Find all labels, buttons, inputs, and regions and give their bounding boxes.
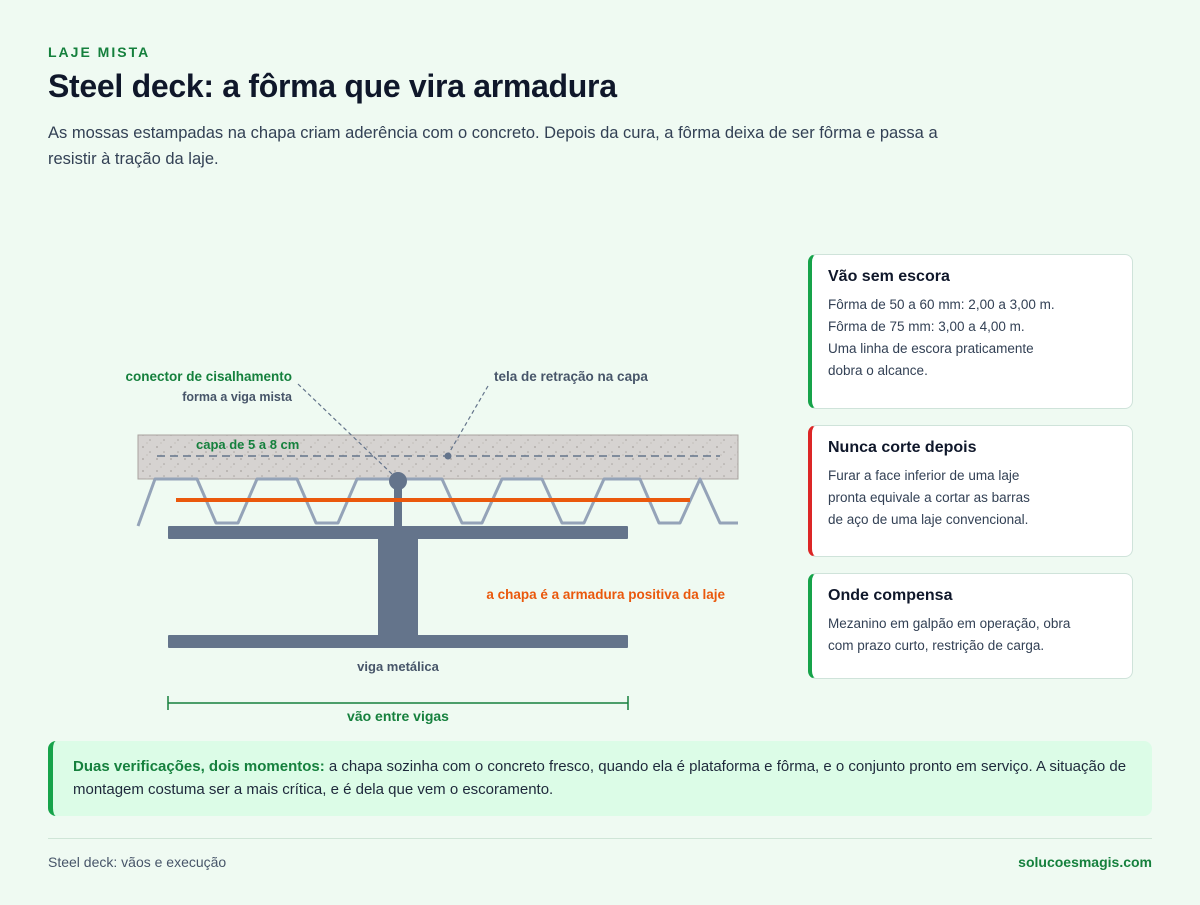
footer-caption: Steel deck: vãos e execução xyxy=(48,854,227,870)
beam-web xyxy=(378,539,418,635)
beam-top-flange xyxy=(168,526,628,539)
beam-label: viga metálica xyxy=(357,659,439,674)
steel-deck-diagram: conector de cisalhamento forma a viga mi… xyxy=(125,369,739,724)
shear-connector-stem xyxy=(394,483,402,527)
footer-site-link[interactable]: solucoesmagis.com xyxy=(1018,854,1152,870)
connector-leader-line xyxy=(297,383,393,475)
card-line: Fôrma de 75 mm: 3,00 a 4,00 m. xyxy=(828,319,1025,334)
connector-label: conector de cisalhamento xyxy=(125,369,292,384)
card-never-cut: Nunca corte depois Furar a face inferior… xyxy=(808,425,1133,557)
cover-label: capa de 5 a 8 cm xyxy=(196,437,299,452)
mesh-leader-line xyxy=(448,385,489,454)
page-subtitle: As mossas estampadas na chapa criam ader… xyxy=(48,124,938,168)
page-title: Steel deck: a fôrma que vira armadura xyxy=(48,68,617,104)
note-text: a chapa sozinha com o concreto fresco, q… xyxy=(73,758,1127,798)
note-strong: Duas verificações, dois momentos: xyxy=(73,758,325,775)
card-line: Uma linha de escora praticamente xyxy=(828,341,1034,356)
card-line: dobra o alcance. xyxy=(828,363,928,378)
connector-sublabel: forma a viga mista xyxy=(182,390,293,404)
card-line: Mezanino em galpão em operação, obra xyxy=(828,616,1071,631)
eyebrow: LAJE MISTA xyxy=(48,44,151,60)
footer-divider xyxy=(48,838,1152,839)
card-title: Vão sem escora xyxy=(828,268,950,285)
mesh-label: tela de retração na capa xyxy=(494,369,648,384)
card-title: Nunca corte depois xyxy=(828,439,977,456)
steel-deck-profile xyxy=(136,477,738,527)
span-label: vão entre vigas xyxy=(347,708,449,724)
deck-role-label: a chapa é a armadura positiva da laje xyxy=(486,587,725,602)
card-line: de aço de uma laje convencional. xyxy=(828,512,1029,527)
shear-connector-head xyxy=(389,472,407,490)
card-line: pronta equivale a cortar as barras xyxy=(828,490,1030,505)
card-title: Onde compensa xyxy=(828,587,953,604)
callout-note: Duas verificações, dois momentos: a chap… xyxy=(48,741,1152,816)
card-line: Furar a face inferior de uma laje xyxy=(828,468,1020,483)
card-line: Fôrma de 50 a 60 mm: 2,00 a 3,00 m. xyxy=(828,297,1055,312)
card-unshored-span: Vão sem escora Fôrma de 50 a 60 mm: 2,00… xyxy=(808,254,1133,409)
card-line: com prazo curto, restrição de carga. xyxy=(828,638,1045,653)
card-where-worth: Onde compensa Mezanino em galpão em oper… xyxy=(808,573,1133,679)
mesh-marker-dot xyxy=(444,452,452,460)
beam-bottom-flange xyxy=(168,635,628,648)
concrete-texture xyxy=(138,435,738,479)
